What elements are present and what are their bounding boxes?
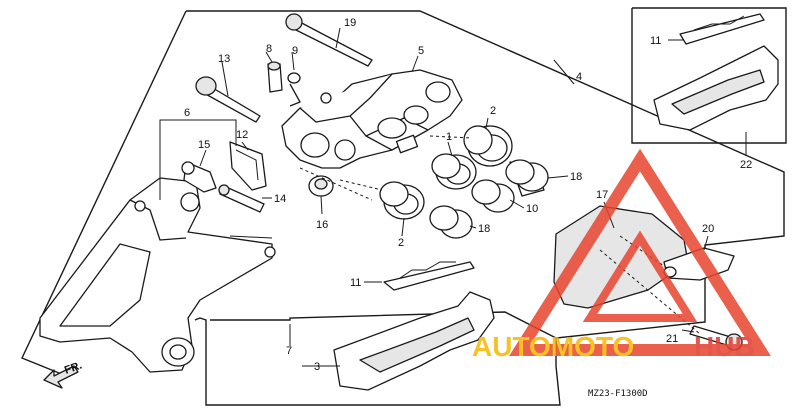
watermark-word-a: AUTOMOTO	[472, 331, 634, 362]
callout-5: 5	[418, 45, 424, 57]
callout-22: 22	[740, 159, 752, 171]
left-frame-edge	[21, 10, 187, 376]
callout-17: 17	[596, 189, 608, 201]
front-arrow-label: FR.	[63, 359, 84, 376]
callout-10: 10	[526, 203, 538, 215]
caliper-bracket	[39, 177, 276, 373]
callout-1: 1	[446, 131, 452, 143]
callout-19: 19	[344, 17, 356, 29]
seal-lower-2	[379, 181, 425, 220]
clip-12	[229, 141, 267, 191]
callout-3: 3	[314, 361, 320, 373]
watermark-word-b: HUB	[694, 331, 755, 362]
bushing-16	[308, 175, 334, 197]
seal-1	[431, 153, 477, 190]
callout-2-lower: 2	[398, 237, 404, 249]
front-arrow: FR.	[43, 359, 84, 389]
seal-upper-2	[463, 125, 513, 167]
piston-18-upper	[505, 159, 549, 197]
boot-15	[181, 161, 217, 193]
piston-18-lower	[429, 205, 473, 239]
callout-13: 13	[218, 53, 230, 65]
callout-18-lower: 18	[478, 223, 490, 235]
callout-7: 7	[286, 345, 292, 357]
callout-15: 15	[198, 139, 210, 151]
bleed-screw-8	[267, 61, 283, 93]
callout-14: 14	[274, 193, 286, 205]
callout-2-upper: 2	[490, 105, 496, 117]
pin-14	[218, 184, 265, 213]
pad-box-frame	[631, 7, 787, 144]
callout-20: 20	[702, 223, 714, 235]
callout-12: 12	[236, 129, 248, 141]
spring-11-upper	[679, 13, 765, 45]
pad-3	[333, 291, 495, 391]
diagram-code: MZ23-F1300D	[588, 389, 648, 399]
pin-19	[285, 13, 373, 67]
callout-4: 4	[576, 71, 582, 83]
watermark-logo: AUTOMOTO HUB	[472, 148, 771, 362]
callout-11-upper: 11	[650, 35, 661, 47]
pad-22	[653, 45, 779, 131]
callout-8: 8	[266, 43, 272, 55]
bolt-13	[195, 76, 261, 123]
inner-frame	[210, 311, 557, 339]
callout-11-lower: 11	[350, 277, 361, 289]
callout-18-upper: 18	[570, 171, 582, 183]
callout-21: 21	[666, 333, 678, 345]
callout-numbers: 19 8 9 13 5 4 6 12 15 14 16 2 1 18 10 18…	[184, 17, 752, 373]
spring-11-lower	[383, 261, 475, 291]
piston-10	[471, 179, 515, 213]
cap-9	[287, 72, 301, 107]
callout-6: 6	[184, 107, 190, 119]
caliper-body	[281, 69, 463, 169]
callout-9: 9	[292, 45, 298, 57]
callout-16: 16	[316, 219, 328, 231]
